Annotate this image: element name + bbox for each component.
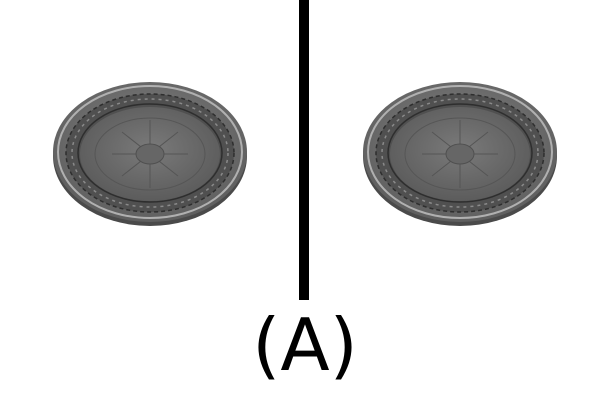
right-plate-image (360, 78, 560, 228)
left-plate-image (50, 78, 250, 228)
decorative-plate-icon (363, 82, 557, 226)
figure-caption: (A) (252, 303, 358, 387)
decorative-plate-icon (53, 82, 247, 226)
vertical-divider (299, 0, 309, 300)
